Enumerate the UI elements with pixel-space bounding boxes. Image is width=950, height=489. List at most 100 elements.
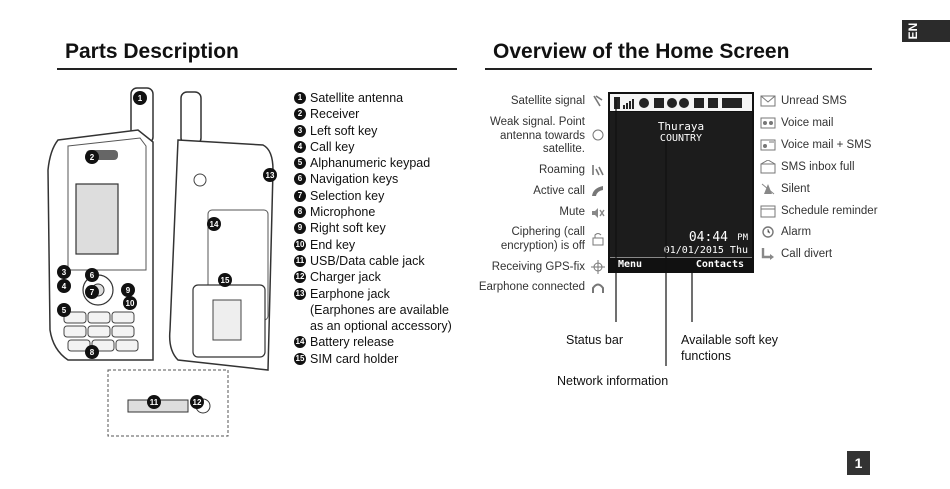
label-unread-sms: Unread SMS <box>781 95 847 107</box>
number-badge: 1 <box>294 92 306 104</box>
heading-rule-left <box>57 68 457 70</box>
svg-text:7: 7 <box>90 288 95 297</box>
number-badge: 14 <box>294 336 306 349</box>
part-label: Battery release <box>310 335 395 350</box>
call-divert-icon <box>761 248 774 260</box>
part-label: End key <box>310 237 356 252</box>
svg-text:3: 3 <box>62 268 67 277</box>
heading-rule-right <box>485 68 872 70</box>
callout-soft-keys: Available soft key functions <box>681 333 779 363</box>
page-number: 1 <box>847 451 870 475</box>
list-item-continuation: as an optional accessory) <box>294 318 452 334</box>
list-item: 11 USB/Data cable jack <box>294 253 452 269</box>
number-badge: 2 <box>294 108 306 121</box>
list-item: 6 Navigation keys <box>294 171 452 187</box>
svg-text:9: 9 <box>126 286 131 295</box>
gps-fix-icon <box>591 260 605 274</box>
list-item: 7 Selection key <box>294 188 452 204</box>
svg-text:10: 10 <box>126 299 135 308</box>
label-voice-mail-sms: Voice mail + SMS <box>781 139 872 151</box>
part-label: Call key <box>310 139 355 154</box>
list-item: 13 Earphone jack <box>294 286 452 302</box>
list-item: 12 Charger jack <box>294 269 452 285</box>
callout-status-bar: Status bar <box>566 333 623 347</box>
svg-text:1: 1 <box>138 94 143 103</box>
svg-text:4: 4 <box>62 282 67 291</box>
svg-text:15: 15 <box>221 276 230 285</box>
label-silent: Silent <box>781 183 810 195</box>
part-label: Receiver <box>310 107 360 122</box>
part-label: Earphone jack <box>310 286 390 301</box>
number-badge: 9 <box>294 222 306 235</box>
section-title-home-screen: Overview of the Home Screen <box>493 40 790 63</box>
active-call-icon <box>592 186 603 196</box>
part-label: Selection key <box>310 188 385 203</box>
unread-sms-icon <box>760 95 776 107</box>
list-item: 2 Receiver <box>294 106 452 122</box>
number-badge: 3 <box>294 124 306 137</box>
voice-mail-icon <box>760 117 776 129</box>
earphone-icon <box>592 283 604 293</box>
country-name: COUNTRY <box>659 133 703 144</box>
callout-lines <box>615 100 693 366</box>
number-badge: 11 <box>294 254 306 267</box>
callout-network-info: Network information <box>557 374 669 388</box>
schedule-reminder-icon <box>760 205 776 218</box>
part-label: Satellite antenna <box>310 91 404 105</box>
weak-signal-icon <box>592 129 604 141</box>
label-sms-inbox-full: SMS inbox full <box>781 161 855 173</box>
list-item: 1 Satellite antenna <box>294 90 452 106</box>
clock-time: 04:44 <box>688 230 728 245</box>
part-label: (Earphones are available <box>310 302 449 317</box>
label-satellite-signal: Satellite signal <box>510 95 585 107</box>
part-label: Microphone <box>310 205 376 220</box>
label-weak-signal: Weak signal. Point antenna towards satel… <box>489 116 585 155</box>
part-label: USB/Data cable jack <box>310 253 425 268</box>
svg-text:2: 2 <box>90 153 95 162</box>
label-mute: Mute <box>559 206 585 218</box>
list-item: 3 Left soft key <box>294 123 452 139</box>
part-label: Navigation keys <box>310 172 399 187</box>
svg-text:12: 12 <box>193 398 202 407</box>
language-tab-label: EN <box>906 22 920 40</box>
label-active-call: Active call <box>533 185 585 197</box>
number-badge: 6 <box>294 173 306 186</box>
part-label: Right soft key <box>310 221 386 236</box>
satellite-signal-icon <box>593 95 603 107</box>
part-label: Alphanumeric keypad <box>310 156 431 171</box>
number-badge: 7 <box>294 189 306 202</box>
list-item: 9 Right soft key <box>294 220 452 236</box>
part-label: Charger jack <box>310 270 381 285</box>
sms-inbox-full-icon <box>760 160 776 174</box>
label-call-divert: Call divert <box>781 248 833 260</box>
label-earphone: Earphone connected <box>478 281 585 293</box>
roaming-icon <box>592 165 604 176</box>
status-bar <box>610 94 752 112</box>
label-ciphering: Ciphering (call encryption) is off <box>500 226 585 252</box>
svg-text:14: 14 <box>210 220 219 229</box>
part-label: Left soft key <box>310 123 378 138</box>
label-roaming: Roaming <box>538 164 585 176</box>
part-label: as an optional accessory) <box>310 319 452 334</box>
svg-text:6: 6 <box>90 271 95 280</box>
svg-text:11: 11 <box>150 398 159 407</box>
number-badge: 13 <box>294 287 306 300</box>
number-badge: 4 <box>294 140 306 153</box>
operator-name: Thuraya <box>657 120 705 133</box>
mute-icon <box>592 208 605 218</box>
soft-key-right: Contacts <box>695 259 744 270</box>
soft-key-bar: Menu Contacts <box>610 257 752 271</box>
part-label: SIM card holder <box>310 351 399 366</box>
list-item-continuation: (Earphones are available <box>294 302 452 318</box>
status-icons <box>614 97 742 109</box>
alarm-icon <box>762 226 774 238</box>
section-title-parts: Parts Description <box>65 40 239 63</box>
number-badge: 12 <box>294 271 306 284</box>
language-tab <box>902 20 950 42</box>
svg-text:5: 5 <box>62 306 67 315</box>
